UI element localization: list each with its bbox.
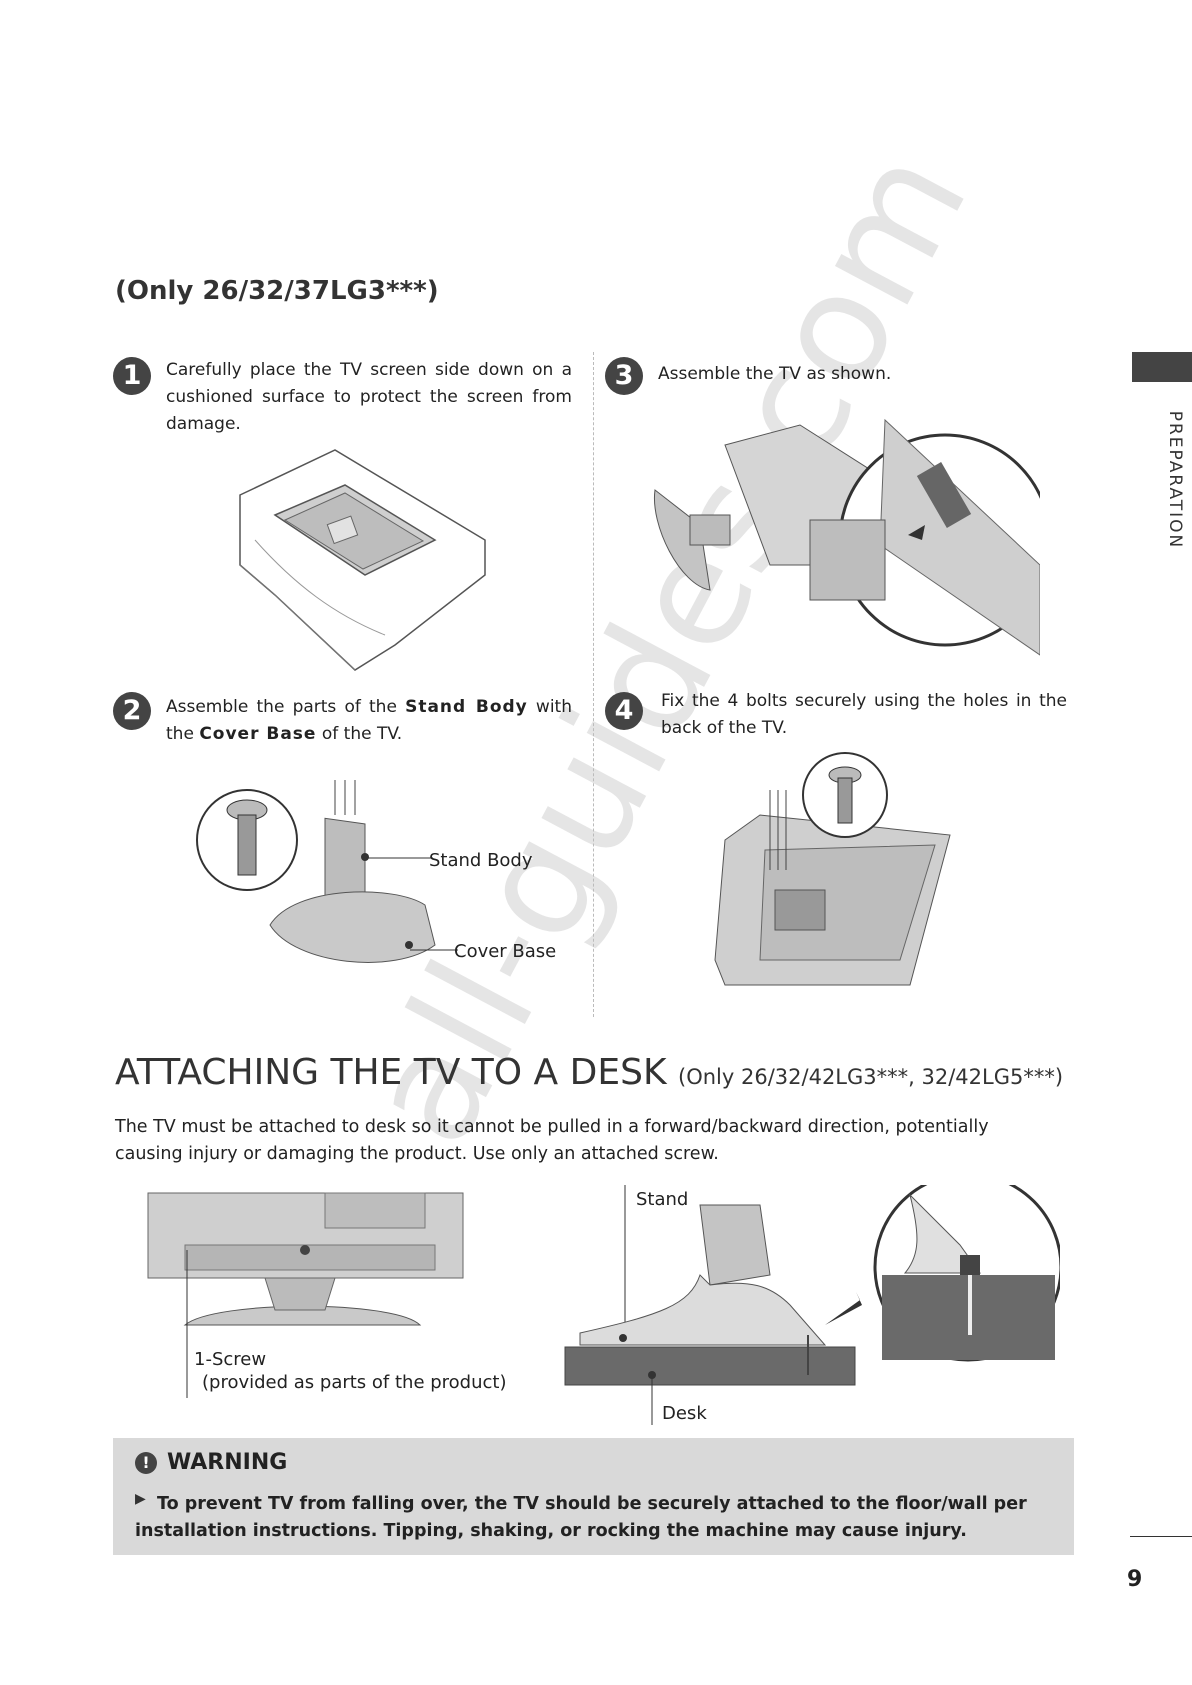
cover-base-term: Cover Base bbox=[199, 724, 317, 744]
stand-body-label: Stand Body bbox=[429, 850, 533, 871]
column-divider bbox=[593, 352, 594, 1017]
bullet-arrow-icon: ▶ bbox=[135, 1491, 146, 1507]
step-1-text: Carefully place the TV screen side down … bbox=[166, 360, 572, 434]
step-1-number: 1 bbox=[113, 357, 151, 395]
exclamation-icon: ! bbox=[135, 1451, 157, 1474]
step-4-number: 4 bbox=[605, 692, 643, 730]
step-2-text: Assemble the parts of the Stand Body wit… bbox=[166, 697, 572, 744]
cover-base-leader bbox=[410, 949, 458, 951]
section-tab-label: PREPARATION bbox=[1165, 410, 1185, 550]
intro-paragraph: The TV must be attached to desk so it ca… bbox=[115, 1117, 989, 1164]
step-3-text: Assemble the TV as shown. bbox=[658, 364, 892, 384]
heading-sub: (Only 26/32/42LG3***, 32/42LG5***) bbox=[678, 1065, 1064, 1089]
page-number: 9 bbox=[1127, 1567, 1143, 1592]
step-3-number: 3 bbox=[605, 357, 643, 395]
step-4-text: Fix the 4 bolts securely using the holes… bbox=[661, 691, 1067, 738]
page-number-rule bbox=[1130, 1536, 1192, 1537]
step-4-illustration bbox=[714, 752, 951, 986]
section-title: (Only 26/32/37LG3***) bbox=[115, 276, 439, 306]
screw-leader bbox=[186, 1250, 188, 1398]
stand-body-term: Stand Body bbox=[405, 697, 528, 717]
stand-label: Stand bbox=[636, 1189, 689, 1210]
heading-main: ATTACHING THE TV TO A DESK bbox=[115, 1052, 667, 1093]
desk-label: Desk bbox=[662, 1403, 707, 1424]
step-2-illustration bbox=[196, 780, 436, 963]
cover-base-label: Cover Base bbox=[454, 941, 557, 962]
section-heading: ATTACHING THE TV TO A DESK (Only 26/32/4… bbox=[115, 1052, 1063, 1093]
warning-box: ! WARNING ▶ To prevent TV from falling o… bbox=[113, 1438, 1074, 1555]
stand-body-leader bbox=[365, 857, 433, 859]
tv-back-illustration bbox=[147, 1192, 464, 1326]
warning-text: To prevent TV from falling over, the TV … bbox=[135, 1494, 1027, 1541]
warning-title: WARNING bbox=[167, 1450, 288, 1475]
section-tab-marker bbox=[1132, 352, 1192, 382]
screw-label-line2: (provided as parts of the product) bbox=[202, 1372, 507, 1393]
step-1-illustration bbox=[239, 449, 486, 671]
desk-illustration bbox=[564, 1185, 1060, 1425]
step-3-illustration bbox=[653, 418, 1040, 656]
screw-label-line1: 1-Screw bbox=[194, 1349, 267, 1370]
warning-heading: ! WARNING bbox=[135, 1450, 287, 1475]
step-2-number: 2 bbox=[113, 692, 151, 730]
